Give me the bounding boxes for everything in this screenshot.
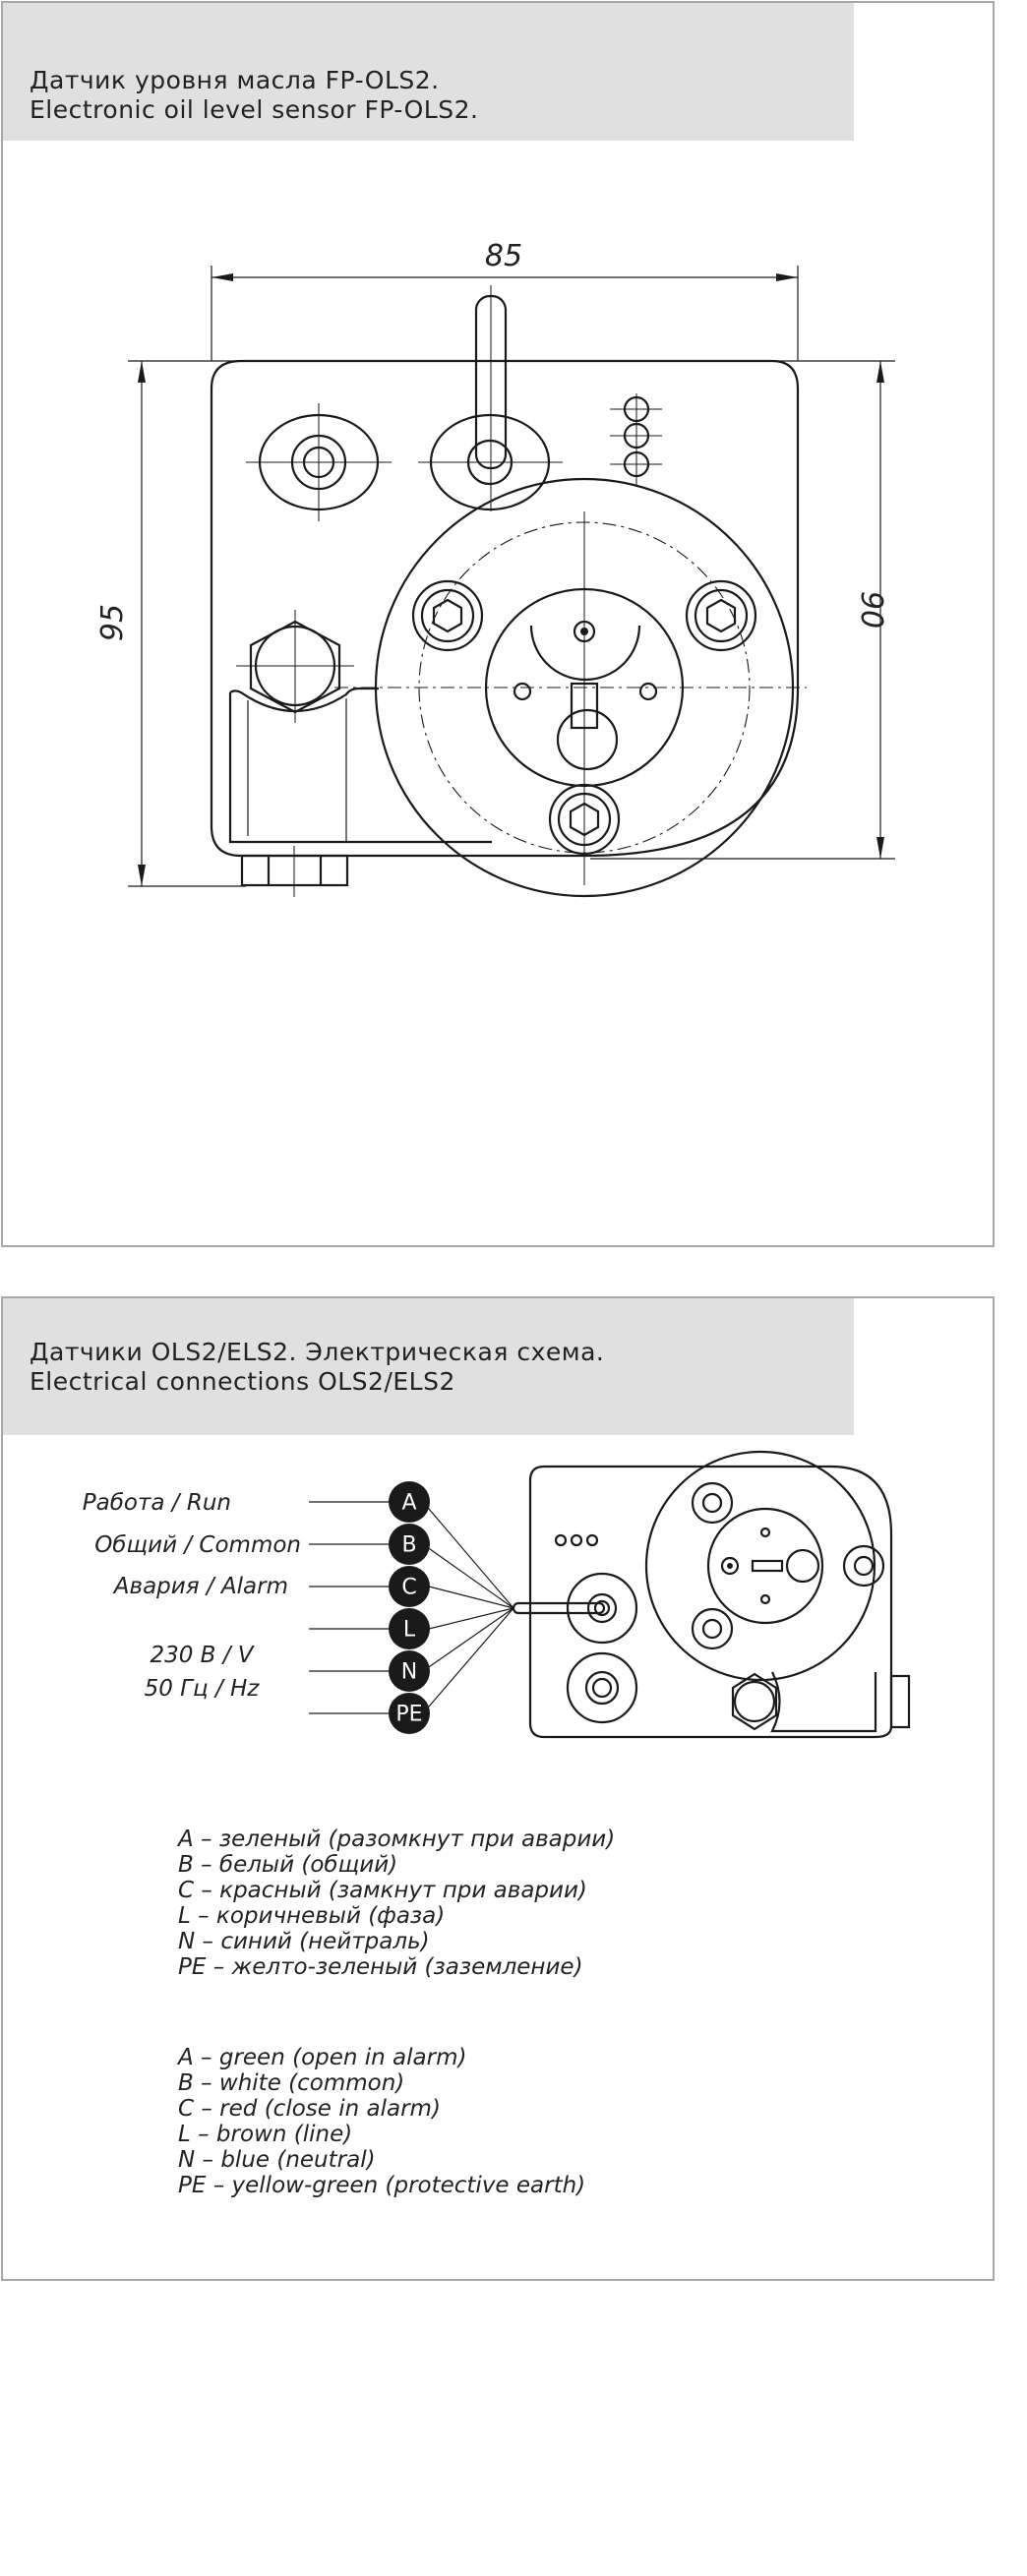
legend-item: PE – yellow-green (protective earth) [178,2173,585,2198]
dimension-height-left: 95 [95,360,256,887]
dimension-width: 85 [211,239,799,361]
panel-header [3,3,854,141]
flange [334,477,807,898]
bottom-nut [240,846,349,897]
panel-dimensions: Датчик уровня масла FP-OLS2. Electronic … [1,1,995,1247]
pin-b [389,1524,430,1565]
pin-markers: A B C L N PE [389,1481,430,1734]
legend-item: C – красный (замкнут при аварии) [178,1878,587,1903]
bolt-icon [411,579,484,652]
sensor-body [210,359,800,858]
pin-n-label: N [401,1660,417,1685]
flange [644,1450,876,1682]
legend-english: A – green (open in alarm) B – white (com… [176,2045,585,2198]
panel-title-ru: Датчики OLS2/ELS2. Электрическая схема. [30,1338,604,1366]
dimension-height-right: 90 [590,360,895,860]
legend-item: L – brown (line) [178,2122,352,2147]
legend-item: A – green (open in alarm) [176,2045,466,2070]
label-alarm: Авария / Alarm [112,1574,288,1599]
led-indicators [610,393,662,487]
label-run: Работа / Run [83,1490,231,1516]
pin-n [389,1650,430,1692]
sensor-drawing-side [512,1450,911,1739]
panel-border [1,1,995,1247]
dimension-height-left-label: 95 [95,604,130,641]
panel-title-ru: Датчик уровня масла FP-OLS2. [30,66,440,94]
pin-c-label: C [401,1576,416,1600]
bottom-nut [889,1674,911,1729]
label-common: Общий / Common [94,1532,301,1558]
legend-item: PE – желто-зеленый (заземление) [178,1954,583,1980]
pin-pe [389,1693,430,1734]
dimension-height-right-label: 90 [854,591,888,629]
legend-russian: A – зеленый (разомкнут при аварии) B – б… [176,1827,615,1980]
bolt-icon [548,783,621,856]
pin-a-label: A [401,1491,416,1516]
panel-wiring: Датчики OLS2/ELS2. Электрическая схема. … [1,1296,995,2281]
legend-item: N – blue (neutral) [178,2147,376,2173]
hex-nut [236,610,354,723]
sensor-drawing-front: 85 95 90 [95,239,895,898]
legend-item: B – белый (общий) [178,1852,397,1878]
panel-title-en: Electronic oil level sensor FP-OLS2. [30,95,478,124]
mounting-bracket [770,1671,877,1733]
legend-item: L – коричневый (фаза) [178,1903,445,1929]
pin-a [389,1481,430,1523]
label-frequency: 50 Гц / Hz [145,1676,261,1702]
panel-header [3,1298,854,1435]
hex-nut [731,1672,778,1731]
port-middle [418,413,563,511]
panel-title-en: Electrical connections OLS2/ELS2 [30,1367,455,1396]
mounting-bracket [228,687,492,844]
pin-pe-label: PE [395,1703,422,1727]
bolt-icon [685,579,757,652]
pin-l [389,1608,430,1649]
panel-border [1,1296,995,2281]
legend-item: N – синий (нейтраль) [178,1929,430,1954]
label-voltage: 230 В / V [150,1643,255,1668]
pin-b-label: B [401,1533,416,1558]
cable [512,1601,606,1615]
wiring-lines [309,1501,514,1714]
legend-item: A – зеленый (разомкнут при аварии) [176,1827,615,1852]
port-left [246,403,392,521]
pin-l-label: L [403,1618,416,1643]
pin-c [389,1566,430,1607]
legend-item: B – white (common) [178,2070,404,2096]
legend-item: C – red (close in alarm) [178,2096,441,2122]
sensor-body [528,1465,893,1739]
dimension-width-label: 85 [485,239,522,273]
